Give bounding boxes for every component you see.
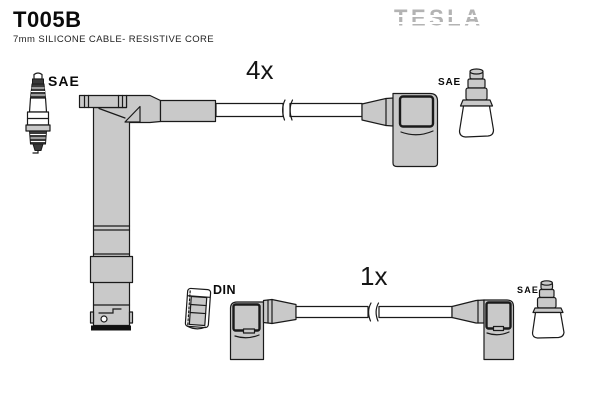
cable-assembly-1x xyxy=(229,298,515,361)
terminal-band xyxy=(465,87,488,101)
terminal-boot-cone xyxy=(531,311,565,339)
terminal-band xyxy=(538,288,555,299)
detail-line xyxy=(234,334,260,339)
tesla-logo: TESLA xyxy=(394,4,484,31)
terminal-collar xyxy=(532,307,564,314)
cable-sleeve xyxy=(451,299,485,324)
tesla-logo-stencil-line xyxy=(393,15,491,17)
detail-line xyxy=(187,290,191,326)
boot-window xyxy=(485,301,512,330)
ignition-cable xyxy=(289,102,363,118)
cable-break-icon xyxy=(368,302,380,322)
boot-corner-wedge xyxy=(124,105,141,123)
quantity-label-top: 4x xyxy=(246,55,274,85)
tesla-logo-stencil-line xyxy=(393,22,491,24)
terminal-cap-top xyxy=(540,280,553,286)
plug-electrode xyxy=(32,143,44,151)
boot-top-bar xyxy=(78,94,128,109)
coil-boot-icon xyxy=(229,301,265,361)
cable-break-icon xyxy=(282,99,294,121)
ignition-cable xyxy=(295,305,369,319)
boot-tab xyxy=(492,325,505,332)
terminal-boot-cone xyxy=(458,105,495,138)
sae-terminal-icon xyxy=(458,68,495,138)
detail-line xyxy=(187,325,207,330)
boot-base xyxy=(91,325,131,331)
din-terminal-icon xyxy=(184,287,212,330)
detail-line xyxy=(486,331,510,336)
coil-boot-icon xyxy=(483,299,515,361)
ignition-cable xyxy=(378,305,453,319)
terminal-core xyxy=(188,295,208,327)
sae-label-top-terminal: SAE xyxy=(438,77,461,88)
boot-tab xyxy=(242,328,256,334)
coil-boot-icon xyxy=(392,92,439,168)
boot-side-tab xyxy=(89,311,95,324)
boot-side-tab xyxy=(128,311,134,324)
boot-body xyxy=(92,94,162,327)
sae-label-bottom-terminal: SAE xyxy=(517,285,540,295)
din-label: DIN xyxy=(213,283,237,297)
plug-insulator xyxy=(28,97,48,113)
break-mark xyxy=(282,99,286,121)
terminal-band xyxy=(467,78,486,89)
detail-line xyxy=(267,298,273,325)
detail-line xyxy=(83,94,124,109)
terminal-cap-top xyxy=(469,68,484,75)
cable-assembly-4x xyxy=(78,92,439,331)
cable-sleeve xyxy=(159,99,217,123)
part-subtitle: 7mm SILICONE CABLE- RESISTIVE CORE xyxy=(13,34,215,45)
quantity-label-bottom: 1x xyxy=(360,261,388,291)
sae-label-spark-plug: SAE xyxy=(48,73,80,89)
cable-sleeve xyxy=(361,97,394,127)
part-number: T005B xyxy=(13,7,82,32)
boot-window xyxy=(398,95,435,128)
terminal-collar xyxy=(459,99,494,107)
ignition-cable xyxy=(215,102,284,118)
angled-coil-boot-icon xyxy=(78,94,217,331)
detail-line xyxy=(32,149,39,154)
boot-window xyxy=(232,303,261,332)
detail-line xyxy=(189,303,207,315)
terminal-band xyxy=(536,296,557,309)
detail-line xyxy=(92,225,131,255)
spark-plug-icon xyxy=(25,72,51,154)
detail-line xyxy=(98,308,122,314)
break-mark xyxy=(289,99,294,121)
break-mark xyxy=(368,302,372,322)
boot-vent-hole xyxy=(100,315,108,323)
boot-collar xyxy=(89,255,134,284)
detail-line xyxy=(31,87,46,96)
sae-terminal-icon xyxy=(531,280,565,339)
plug-terminal-tip xyxy=(33,72,43,80)
break-mark xyxy=(375,302,380,322)
detail-line xyxy=(30,134,46,142)
plug-band xyxy=(32,78,44,85)
detail-line xyxy=(98,107,126,119)
detail-line xyxy=(400,130,434,136)
plug-flange xyxy=(25,124,51,132)
